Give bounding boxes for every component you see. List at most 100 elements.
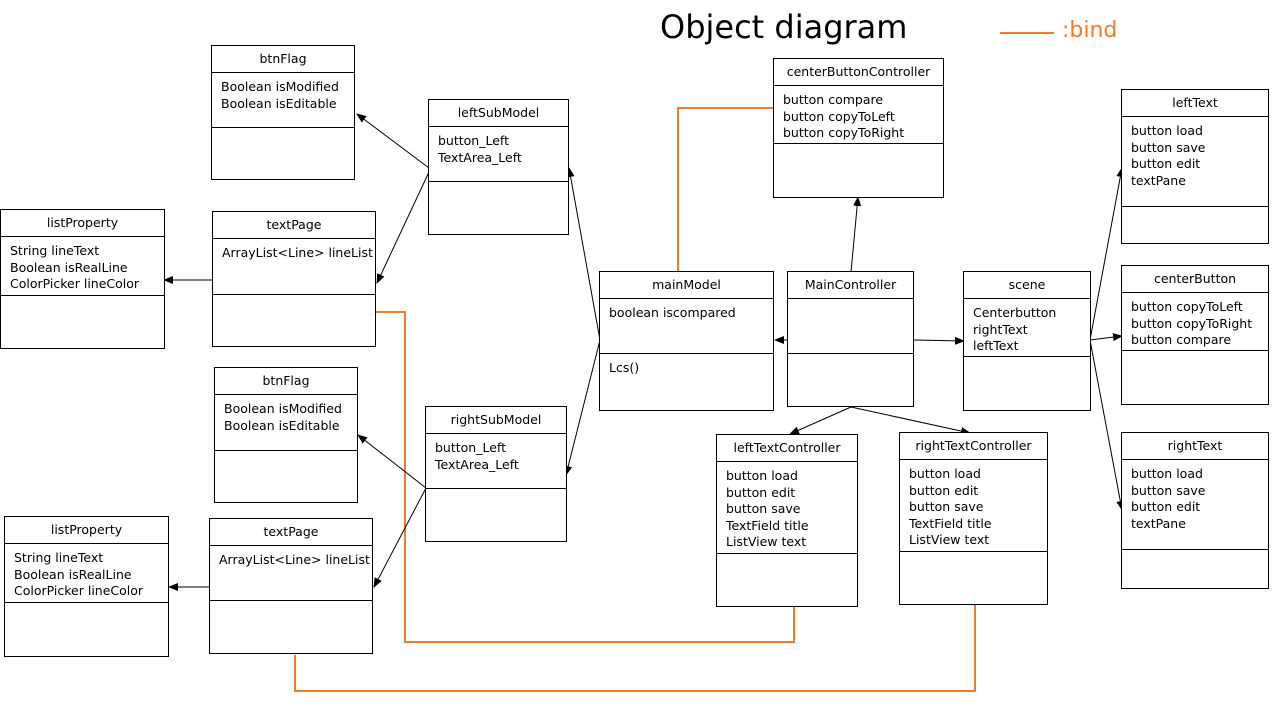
attribute: ColorPicker lineColor bbox=[10, 276, 140, 291]
box-methods bbox=[964, 357, 1090, 410]
attribute: button compare bbox=[783, 92, 884, 107]
box-attributes: button load button edit button save Text… bbox=[717, 462, 857, 554]
box-attributes: button load button edit button save Text… bbox=[900, 460, 1047, 552]
attribute: textPane bbox=[1131, 172, 1186, 188]
attribute: button edit bbox=[1131, 156, 1201, 171]
attribute: Boolean isRealLine bbox=[10, 259, 128, 275]
bind-mainModel-centerButtonController bbox=[677, 107, 774, 272]
box-attributes: button compare button copyToLeft button … bbox=[774, 86, 943, 144]
attribute: Boolean isEditable bbox=[221, 95, 337, 111]
box-methods bbox=[426, 489, 566, 541]
box-attributes: button load button save button edit text… bbox=[1122, 117, 1268, 207]
box-methods bbox=[5, 603, 168, 656]
attribute: button load bbox=[1131, 466, 1203, 481]
box-title: textPage bbox=[213, 212, 375, 239]
box-attributes: Boolean isModified Boolean isEditable bbox=[212, 73, 354, 128]
box-leftSubModel: leftSubModel button_Left TextArea_Left bbox=[428, 99, 569, 235]
box-scene: scene Centerbutton rightText leftText bbox=[963, 271, 1091, 411]
box-methods bbox=[1122, 351, 1268, 404]
box-methods bbox=[774, 144, 943, 197]
attribute: button edit bbox=[1131, 499, 1201, 514]
box-title: listProperty bbox=[5, 517, 168, 544]
arrow-MainController-leftTextController bbox=[789, 406, 852, 435]
attribute: button load bbox=[1131, 123, 1203, 138]
box-attributes bbox=[788, 299, 913, 354]
box-attributes: ArrayList<Line> lineList bbox=[213, 239, 375, 295]
box-rightTextController: rightTextController button load button e… bbox=[899, 432, 1048, 605]
box-title: btnFlag bbox=[215, 368, 357, 395]
box-attributes: Boolean isModified Boolean isEditable bbox=[215, 395, 357, 451]
attribute: ListView text bbox=[726, 534, 807, 549]
attribute: button load bbox=[909, 466, 981, 481]
box-listProperty-bottom: listProperty String lineText Boolean isR… bbox=[4, 516, 169, 657]
box-methods bbox=[215, 451, 357, 502]
box-title: mainModel bbox=[600, 272, 773, 299]
arrow-rightSubModel-btnFlag bbox=[357, 434, 427, 489]
attribute: button save bbox=[909, 499, 984, 514]
arrow-scene-centerButton bbox=[1089, 333, 1123, 342]
box-leftText: leftText button load button save button … bbox=[1121, 89, 1269, 244]
attribute: ColorPicker lineColor bbox=[14, 583, 144, 598]
box-MainController: MainController bbox=[787, 271, 914, 407]
attribute: rightText bbox=[973, 321, 1028, 337]
box-title: MainController bbox=[788, 272, 913, 299]
box-title: centerButton bbox=[1122, 266, 1268, 293]
arrow-MainController-scene bbox=[913, 336, 965, 345]
arrow-rightSubModel-textPage bbox=[373, 487, 427, 588]
legend-bind-line bbox=[1000, 32, 1054, 34]
attribute: String lineText bbox=[14, 550, 104, 565]
box-methods bbox=[900, 552, 1047, 604]
box-attributes: String lineText Boolean isRealLine Color… bbox=[5, 544, 168, 603]
arrow-mainModel-leftSubModel bbox=[566, 167, 601, 341]
box-leftTextController: leftTextController button load button ed… bbox=[716, 434, 858, 607]
attribute: button edit bbox=[909, 482, 979, 498]
box-methods bbox=[212, 128, 354, 179]
box-centerButtonController: centerButtonController button compare bu… bbox=[773, 58, 944, 198]
attribute: leftText bbox=[973, 338, 1019, 353]
box-attributes: button_Left TextArea_Left bbox=[426, 434, 566, 489]
attribute: button copyToRight bbox=[1131, 315, 1253, 331]
attribute: button save bbox=[1131, 482, 1206, 498]
attribute: Boolean isModified bbox=[224, 401, 342, 416]
attribute: Boolean isModified bbox=[221, 79, 339, 94]
attribute: button compare bbox=[1131, 332, 1232, 347]
box-title: rightText bbox=[1122, 433, 1268, 460]
arrow-mainModel-rightSubModel bbox=[564, 339, 601, 476]
box-btnFlag-bottom: btnFlag Boolean isModified Boolean isEdi… bbox=[214, 367, 358, 503]
arrow-leftSubModel-btnFlag bbox=[356, 113, 430, 169]
attribute: Boolean isEditable bbox=[224, 417, 340, 433]
box-textPage-bottom: textPage ArrayList<Line> lineList bbox=[209, 518, 373, 654]
legend-bind-label: :bind bbox=[1062, 18, 1118, 43]
attribute: button load bbox=[726, 468, 798, 483]
attribute: button copyToLeft bbox=[783, 108, 895, 124]
box-listProperty-top: listProperty String lineText Boolean isR… bbox=[0, 209, 165, 349]
arrow-scene-leftText bbox=[1089, 167, 1125, 341]
box-title: leftSubModel bbox=[429, 100, 568, 127]
box-title: rightTextController bbox=[900, 433, 1047, 460]
box-methods: Lcs() bbox=[600, 354, 773, 410]
attribute: button_Left bbox=[438, 133, 509, 148]
box-title: rightSubModel bbox=[426, 407, 566, 434]
arrow-MainController-centerButtonController bbox=[850, 196, 862, 273]
arrow-MainController-rightTextController bbox=[850, 406, 971, 435]
attribute: TextArea_Left bbox=[438, 149, 522, 165]
box-btnFlag-top: btnFlag Boolean isModified Boolean isEdi… bbox=[211, 45, 355, 180]
attribute: Centerbutton bbox=[973, 305, 1057, 320]
box-rightSubModel: rightSubModel button_Left TextArea_Left bbox=[425, 406, 567, 542]
box-attributes: button_Left TextArea_Left bbox=[429, 127, 568, 182]
attribute: Boolean isRealLine bbox=[14, 566, 132, 582]
attribute: ListView text bbox=[909, 532, 990, 547]
box-centerButton: centerButton button copyToLeft button co… bbox=[1121, 265, 1269, 405]
attribute: button copyToRight bbox=[783, 125, 905, 140]
box-methods bbox=[213, 295, 375, 346]
attribute: button save bbox=[1131, 139, 1206, 155]
box-title: leftTextController bbox=[717, 435, 857, 462]
diagram-title: Object diagram bbox=[660, 8, 908, 46]
attribute: button save bbox=[726, 501, 801, 516]
attribute: String lineText bbox=[10, 243, 100, 258]
box-attributes: button load button save button edit text… bbox=[1122, 460, 1268, 550]
box-methods bbox=[1122, 550, 1268, 588]
arrow-scene-rightText bbox=[1089, 339, 1125, 511]
attribute: TextArea_Left bbox=[435, 456, 519, 472]
method: Lcs() bbox=[609, 360, 640, 375]
